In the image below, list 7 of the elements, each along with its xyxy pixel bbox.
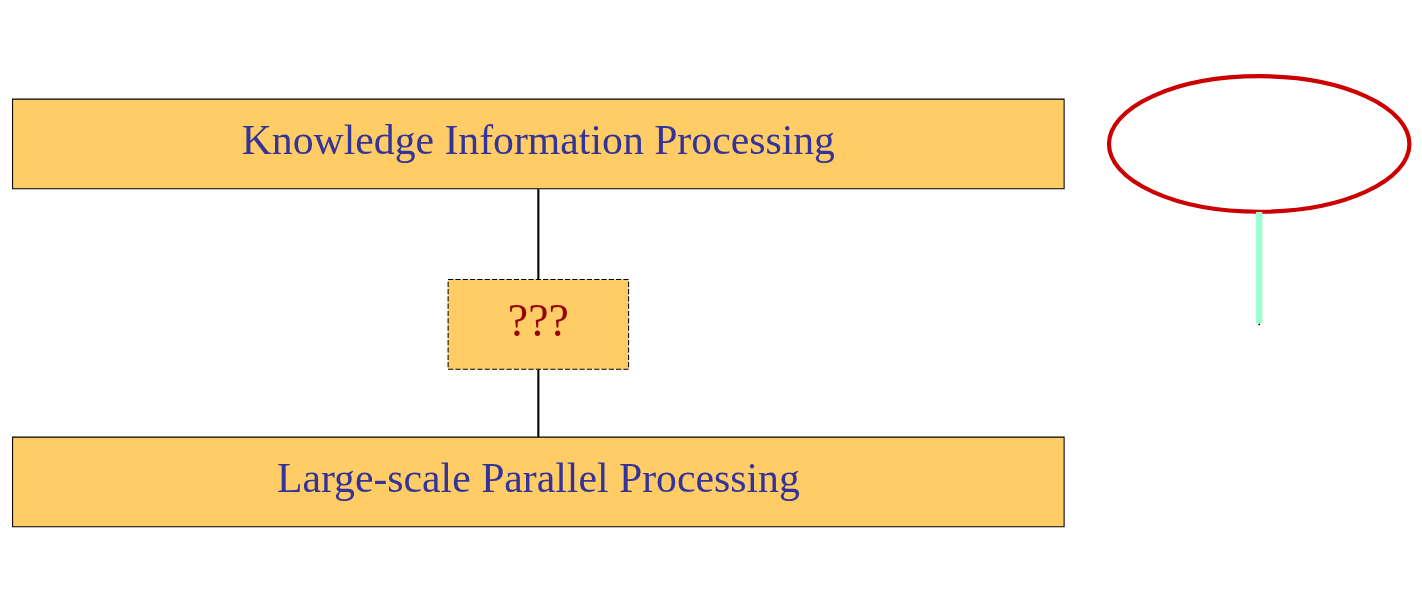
node-box: Large-scale Parallel Processing bbox=[12, 436, 1065, 528]
node-ellipse bbox=[1106, 74, 1412, 214]
node-box: ??? bbox=[447, 279, 630, 370]
connector bbox=[537, 369, 540, 437]
node-box: Knowledge Information Processing bbox=[12, 98, 1065, 190]
connector bbox=[1256, 211, 1263, 324]
connector bbox=[537, 189, 540, 280]
